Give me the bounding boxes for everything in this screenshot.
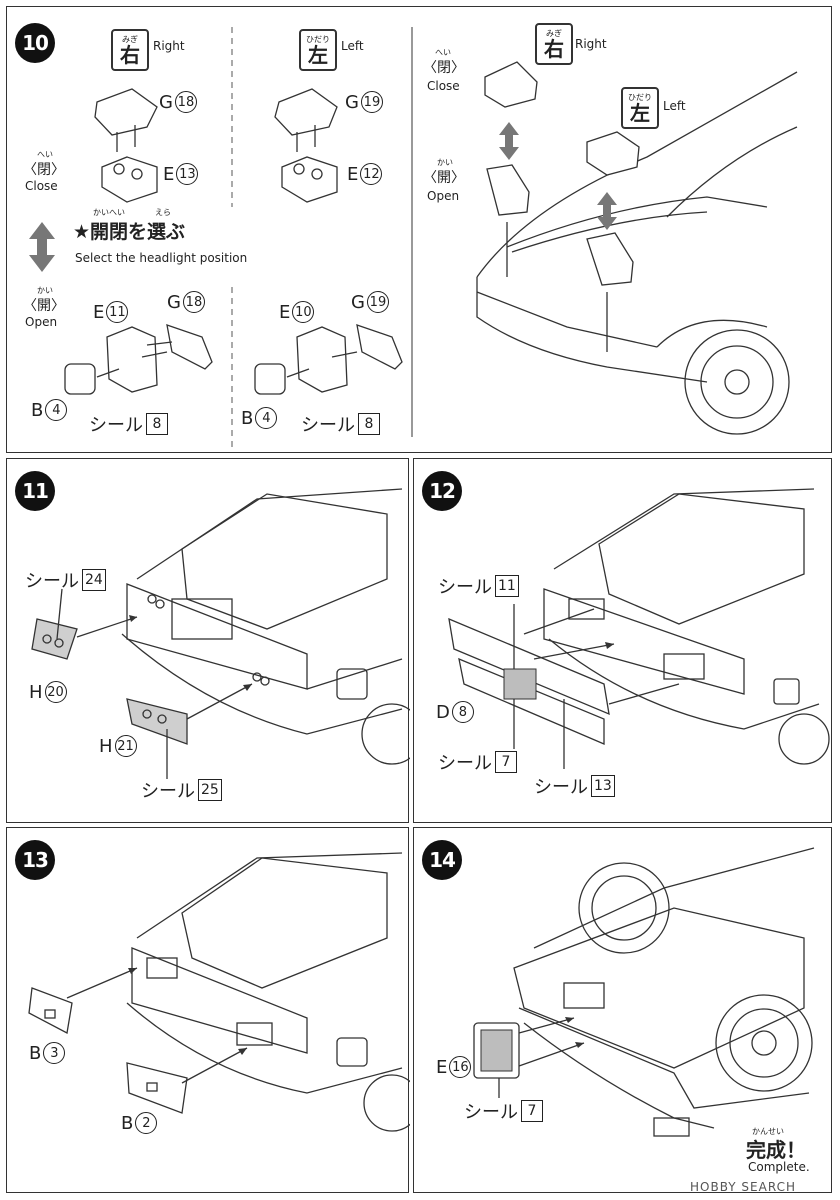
step-11-illustration [31, 488, 410, 779]
select-position-en: Select the headlight position [75, 251, 248, 265]
close-jp-car: 〈閉〉 [423, 60, 465, 76]
step-12-illustration [448, 488, 830, 769]
step-number-11: 11 [15, 471, 55, 511]
right-ruby: みぎ [122, 34, 138, 44]
open-ruby-car: かい [437, 158, 453, 167]
close-ruby: へい [37, 150, 53, 159]
right-kanji-box-car: みぎ 右 [535, 23, 573, 65]
open-jp-car: 〈開〉 [423, 170, 465, 186]
left-label-car: Left [663, 99, 686, 113]
complete-jp: 完成！ [746, 1138, 806, 1162]
select-ruby-2: えら [155, 208, 171, 217]
select-position-jp: ★開閉を選ぶ [73, 221, 186, 243]
step-number-12: 12 [422, 471, 462, 511]
open-ruby: かい [37, 286, 53, 295]
close-ruby-car: へい [435, 48, 451, 57]
right-kanji: 右 [120, 42, 140, 67]
close-jp: 〈閉〉 [23, 162, 65, 178]
left-kanji-box-car: ひだり 左 [621, 87, 659, 129]
close-label: Close [25, 179, 58, 193]
step-number-14: 14 [422, 840, 462, 880]
step-13-illustration [28, 852, 410, 1132]
left-ruby: ひだり [306, 34, 330, 44]
right-label: Right [153, 39, 185, 53]
complete-ruby: かんせい [752, 1127, 784, 1136]
step-number-10: 10 [15, 23, 55, 63]
open-jp: 〈開〉 [23, 298, 65, 314]
right-label-car: Right [575, 37, 607, 51]
left-kanji: 左 [308, 42, 328, 67]
select-ruby-1: かいへい [93, 208, 125, 217]
right-kanji-box: みぎ 右 [111, 29, 149, 71]
open-label-car: Open [427, 189, 460, 203]
step-number-13: 13 [15, 840, 55, 880]
step-14-illustration [473, 847, 815, 1137]
left-kanji-box: ひだり 左 [299, 29, 337, 71]
left-label: Left [341, 39, 364, 53]
step-10-illustration [29, 27, 798, 447]
close-label-car: Close [427, 79, 460, 93]
open-label: Open [25, 315, 58, 329]
watermark: HOBBY SEARCH [690, 1180, 796, 1194]
complete-en: Complete. [748, 1160, 810, 1174]
